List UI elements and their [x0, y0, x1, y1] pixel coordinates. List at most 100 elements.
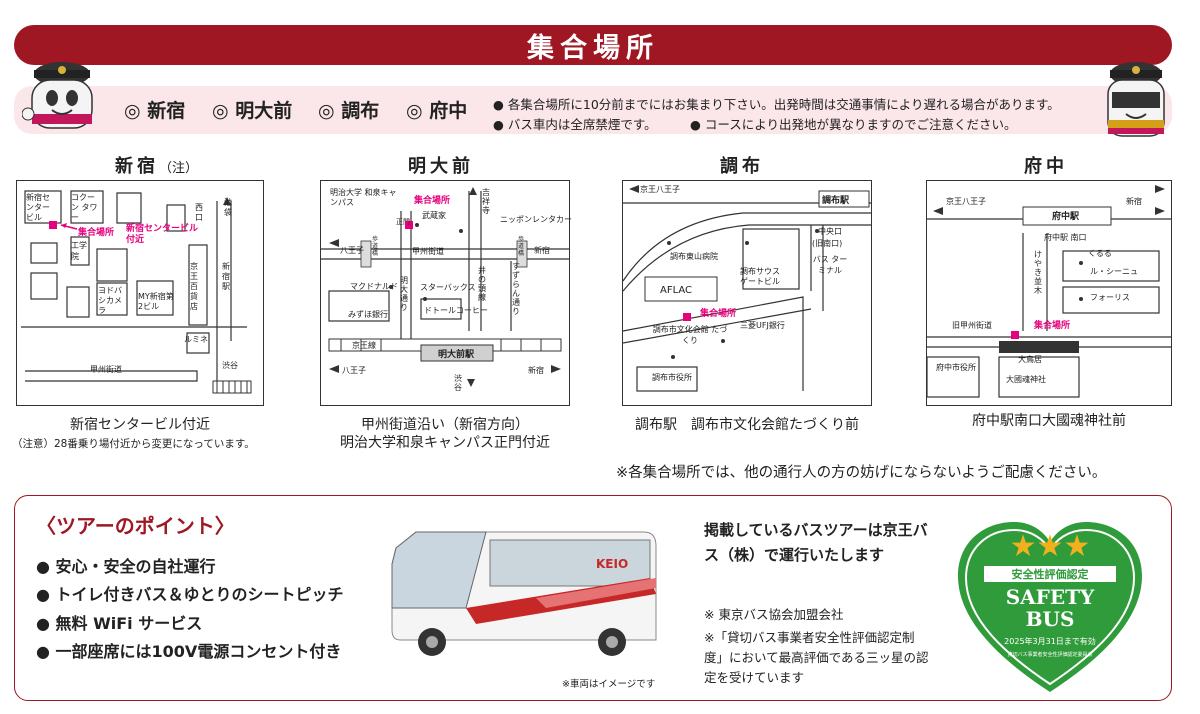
fuchu-south-label: 府中駅 南口	[1044, 233, 1087, 242]
forus-label: フォーリス	[1090, 293, 1130, 302]
map-title-meidaimae: 明大前	[408, 156, 474, 177]
chofu-station-label: 調布駅	[822, 196, 850, 206]
fuchu-keio-hachioji-label: 京王八王子	[946, 197, 986, 206]
chofu-cityhall-label: 調布市役所	[652, 373, 692, 382]
kogakuin-label: 工学院	[71, 241, 87, 261]
location-meidaimae: ◎ 明大前	[212, 100, 293, 122]
hodokyo-label-2: 歩道橋	[518, 236, 525, 257]
bus-terminal-label: バス ターミナル	[812, 255, 848, 275]
map-chofu	[622, 180, 872, 406]
higashiyama-label: 調布東山病院	[670, 252, 718, 261]
keio-dept-label: 京王百貨店	[190, 262, 198, 311]
mcdonalds-label: マクドナルド	[350, 282, 398, 291]
nishiguchi-label: 西口	[195, 203, 203, 222]
shinjuku-meeting-label: 集合場所	[78, 228, 115, 238]
badge-label: 安全性評価認定	[1012, 567, 1089, 581]
shinjuku-center-label: 新宿センタービル	[26, 193, 50, 222]
badge-org: 貸切バス事業者安全性評価認定委員会	[1007, 651, 1092, 658]
meiji-univ-label: 明治大学 和泉キャンパス	[330, 188, 397, 207]
tour-point: ● 無料 WiFi サービス	[36, 614, 203, 633]
aflac-label: AFLAC	[660, 285, 693, 296]
bus-brand-text: KEIO	[596, 557, 628, 571]
map-title-shinjuku: 新宿（注）	[115, 156, 199, 177]
map-title-fuchu: 府中	[1024, 156, 1068, 177]
fuchu-cityhall-label: 府中市役所	[936, 363, 976, 372]
keio-line-label: 京王線	[352, 341, 376, 350]
tour-point: ● トイレ付きバス＆ゆとりのシートピッチ	[36, 585, 344, 604]
shinjuku-sta-label: 新宿駅	[222, 262, 230, 291]
shibuya-label: 渋谷	[222, 361, 238, 370]
notice-course: ● コースにより出発地が異なりますのでご注意ください。	[690, 117, 1017, 132]
shrine-label: 大國魂神社	[1006, 375, 1046, 384]
tour-points-box	[14, 495, 1172, 701]
notice-arrival: ● 各集合場所に10分前までにはお集まり下さい。出発時間は交通事情により遅れる場…	[493, 97, 1060, 112]
meidaimae-station-label: 明大前駅	[438, 350, 475, 360]
caption-meidaimae: 甲州街道沿い（新宿方向）	[361, 417, 529, 433]
mizuho-label: みずほ銀行	[348, 310, 388, 319]
badge-main-1: SAFETY	[1006, 585, 1095, 609]
suzuran-label: すずらん通り	[512, 262, 520, 316]
ikebukuro-label: 池袋	[224, 198, 232, 217]
subcaption-shinjuku: （注意）28番乗り場付近から変更になっています。	[12, 438, 255, 450]
fuchu-meeting-label: 集合場所	[1034, 321, 1071, 331]
hodokyo-label-1: 歩道橋	[372, 236, 379, 257]
chofu-gate-label: ゲートビル	[740, 277, 780, 286]
location-fuchu: ◎ 府中	[406, 100, 468, 122]
tour-point: ● 一部座席には100V電源コンセント付き	[36, 642, 342, 661]
notice-smoking: ● バス車内は全席禁煙です。	[493, 117, 657, 132]
map-title-chofu: 調布	[720, 156, 764, 177]
tour-note-association: ※ 東京バス協会加盟会社	[704, 607, 844, 622]
caption-fuchu: 府中駅南口大國魂神社前	[972, 413, 1126, 429]
starbucks-label: スターバックス	[420, 283, 476, 292]
meidai-dori-label: 明大通り	[400, 276, 408, 312]
my-bldg-label: MY新宿第2ビル	[138, 292, 174, 311]
tour-note-safety: ※「貸切バス事業者安全性評価認定制度」において最高評価である三ッ星の認定を受けて…	[704, 630, 929, 685]
sinenu-label: ル・シーニュ	[1090, 267, 1138, 276]
mascot-right-icon	[1107, 62, 1165, 137]
old-koshu-label: 旧甲州街道	[952, 321, 992, 330]
inokashira-label: 井の頭線	[478, 266, 486, 302]
footnote: ※各集合場所では、他の通行人の方の妨げにならないようご配慮ください。	[616, 465, 1107, 481]
caption-chofu: 調布駅 調布市文化会館たづくり前	[635, 417, 859, 433]
kururu-label: くるる	[1088, 249, 1112, 258]
fuchu-station-label: 府中駅	[1052, 212, 1080, 222]
shinjuku-meeting-ref: 新宿センタービル付近	[126, 224, 199, 245]
subcaption-meidaimae: 明治大学和泉キャンパス正門付近	[340, 435, 550, 451]
tour-points-title: 〈ツアーのポイント〉	[36, 514, 235, 538]
info-band	[14, 86, 1172, 134]
hachioji-label: 八王子	[340, 246, 364, 255]
gate-label: 正門	[396, 218, 410, 226]
map-fuchu	[926, 180, 1172, 406]
hachioji-label-2: 八王子	[342, 366, 366, 375]
map-meidaimae	[320, 180, 570, 406]
ufj-label: 三菱UFJ銀行	[740, 321, 785, 330]
badge-stars: ★★★	[1010, 529, 1091, 564]
mascot-left-icon	[22, 62, 93, 129]
tour-description: 掲載しているバスツアーは京王バス（株）で運行いたします	[704, 521, 928, 564]
map-shinjuku	[16, 180, 264, 406]
chofu-keio-hachioji-label: 京王八王子	[640, 185, 680, 194]
yodobashi-label: ヨドバシカメラ	[98, 286, 122, 315]
koshu-label: 甲州街道	[90, 365, 122, 374]
meidaimae-meeting-label: 集合場所	[414, 196, 451, 206]
keyaki-label: けやき並木	[1034, 250, 1042, 295]
shibuya-dir-label: 渋谷	[454, 374, 462, 392]
lumine-label: ルミネ	[184, 335, 208, 344]
chofu-chuo2-label: (旧南口)	[812, 239, 843, 248]
caption-shinjuku: 新宿センタービル付近	[70, 417, 210, 433]
bus-caption: ※車両はイメージです	[562, 679, 656, 690]
bus-image: KEIO	[391, 531, 657, 656]
torii-label: 大鳥居	[1018, 355, 1042, 364]
shinjuku-dir-label: 新宿	[534, 246, 550, 255]
badge-validity: 2025年3月31日まで有効	[1004, 636, 1096, 646]
nippon-rentacar-label: ニッポンレンタカー	[500, 215, 572, 224]
location-shinjuku: ◎ 新宿	[124, 100, 186, 122]
doutor-label: ドトールコーヒー	[424, 306, 488, 315]
kichijoji-label: 吉祥寺	[482, 188, 490, 215]
section-title: 集合場所	[14, 25, 1172, 65]
tour-point: ● 安心・安全の自社運行	[36, 557, 216, 576]
safety-bus-badge-icon: ★★★ 安全性評価認定 SAFETY BUS 2025年3月31日まで有効 貸切…	[958, 522, 1142, 692]
fuchu-shinjuku-label: 新宿	[1126, 197, 1142, 206]
chofu-meeting-label: 集合場所	[700, 309, 737, 319]
location-chofu: ◎ 調布	[318, 100, 380, 122]
